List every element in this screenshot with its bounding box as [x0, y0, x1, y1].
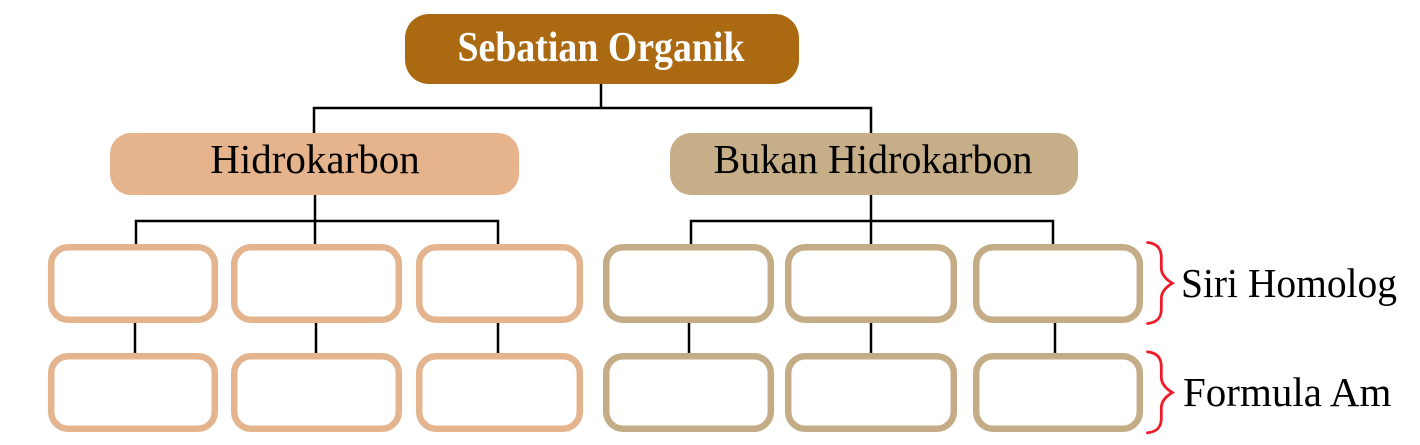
svg-text:Siri Homolog: Siri Homolog — [1181, 260, 1397, 306]
svg-text:Hidrokarbon: Hidrokarbon — [210, 136, 420, 182]
svg-text:Bukan Hidrokarbon: Bukan Hidrokarbon — [714, 136, 1033, 182]
svg-text:Sebatian Organik: Sebatian Organik — [458, 25, 746, 71]
svg-text:Formula Am: Formula Am — [1183, 369, 1392, 415]
